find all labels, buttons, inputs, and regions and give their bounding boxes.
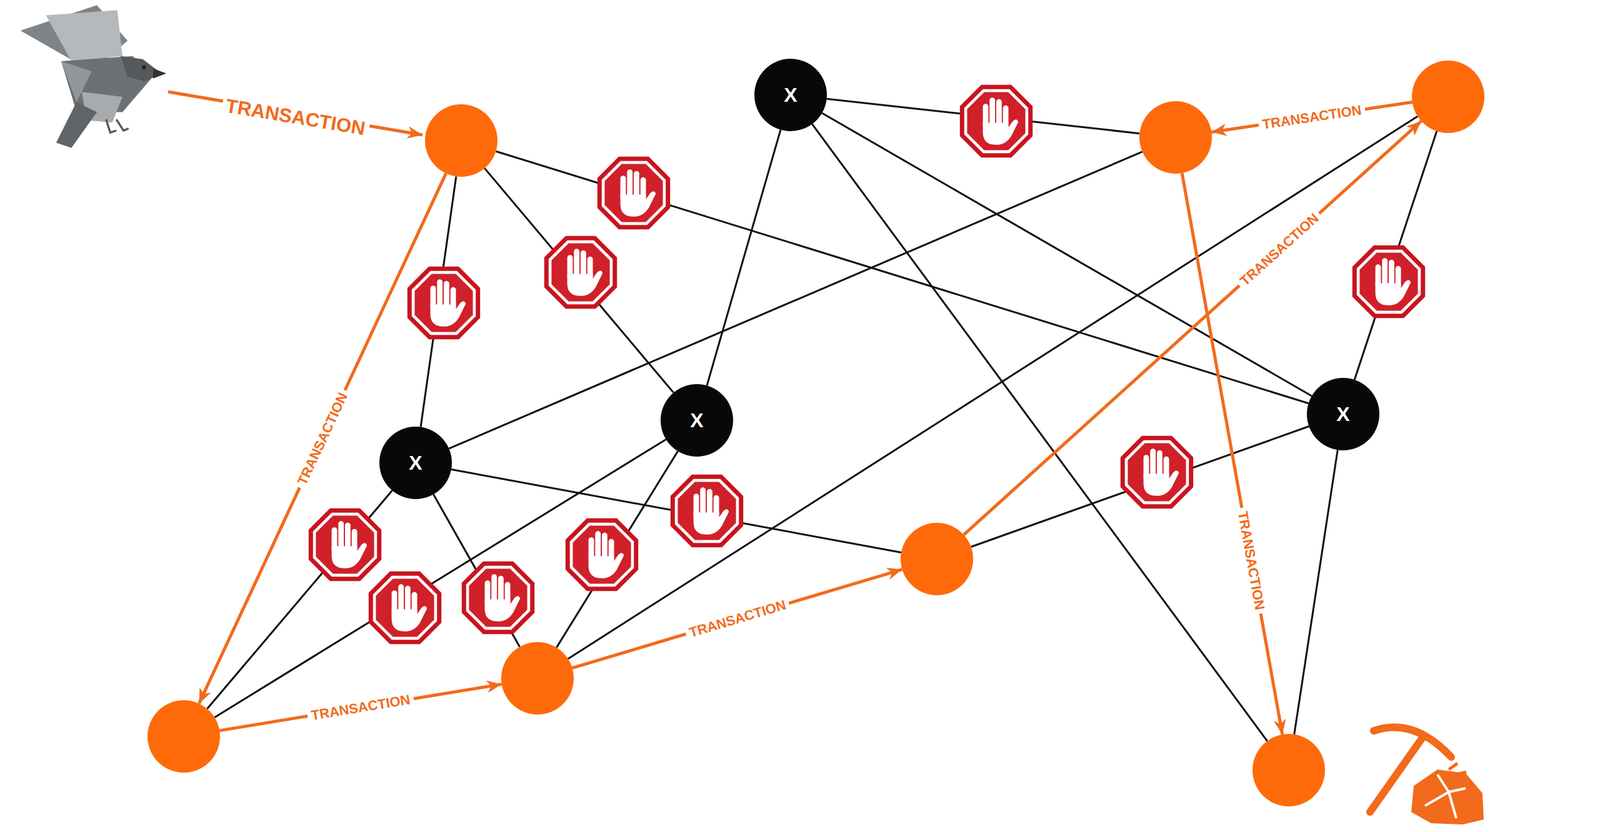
stop-sign	[670, 475, 744, 548]
stop-sign	[308, 508, 382, 582]
stop-sign	[960, 85, 1033, 158]
edge-label: TRANSACTION	[1234, 207, 1325, 292]
blocked-node-circle: X	[1306, 378, 1380, 451]
node-circle	[1139, 101, 1212, 174]
node-circle	[1252, 734, 1325, 807]
edge-label: TRANSACTION	[306, 691, 415, 725]
edge-label: TRANSACTION	[1257, 101, 1367, 133]
blocked-node-circle: X	[379, 426, 452, 500]
stop-sign	[1120, 436, 1194, 509]
node-circle	[501, 642, 574, 715]
node-text: X	[1336, 404, 1350, 425]
stop-sign	[461, 561, 535, 635]
network-link	[1294, 450, 1338, 735]
network-link	[495, 151, 1309, 404]
blocked-node-circle: X	[754, 58, 827, 132]
transaction-arrow	[963, 121, 1422, 535]
stop-sign	[597, 156, 670, 230]
bird-illustration	[20, 5, 167, 149]
edge-label: TRANSACTION	[683, 596, 791, 643]
network-link	[821, 113, 1312, 397]
network-link	[706, 130, 781, 387]
node-circle	[1411, 60, 1485, 134]
transaction-label: TRANSACTION	[220, 94, 371, 141]
edge-label: TRANSACTION	[1233, 506, 1269, 615]
network-link	[448, 151, 1142, 449]
stop-sign	[1352, 245, 1425, 319]
stop-sign	[544, 236, 617, 309]
stop-sign	[565, 518, 639, 592]
node-text: X	[783, 85, 797, 105]
node-circle	[900, 523, 974, 596]
stop-sign	[407, 266, 480, 340]
node-text: X	[690, 410, 704, 431]
stop-sign	[368, 571, 442, 645]
network-link	[451, 470, 902, 554]
blocked-node-circle: X	[660, 384, 734, 457]
transaction-arrow	[219, 684, 502, 731]
node-text: X	[408, 453, 422, 474]
network-link	[556, 451, 678, 648]
node-circle	[425, 104, 498, 177]
network-link	[568, 116, 1418, 660]
mining-pickaxe-icon	[1370, 727, 1484, 825]
network-link	[811, 124, 1267, 742]
edge-label: TRANSACTION	[292, 386, 353, 492]
network-link	[206, 490, 392, 709]
node-circle	[147, 700, 220, 774]
network-link	[971, 426, 1310, 547]
